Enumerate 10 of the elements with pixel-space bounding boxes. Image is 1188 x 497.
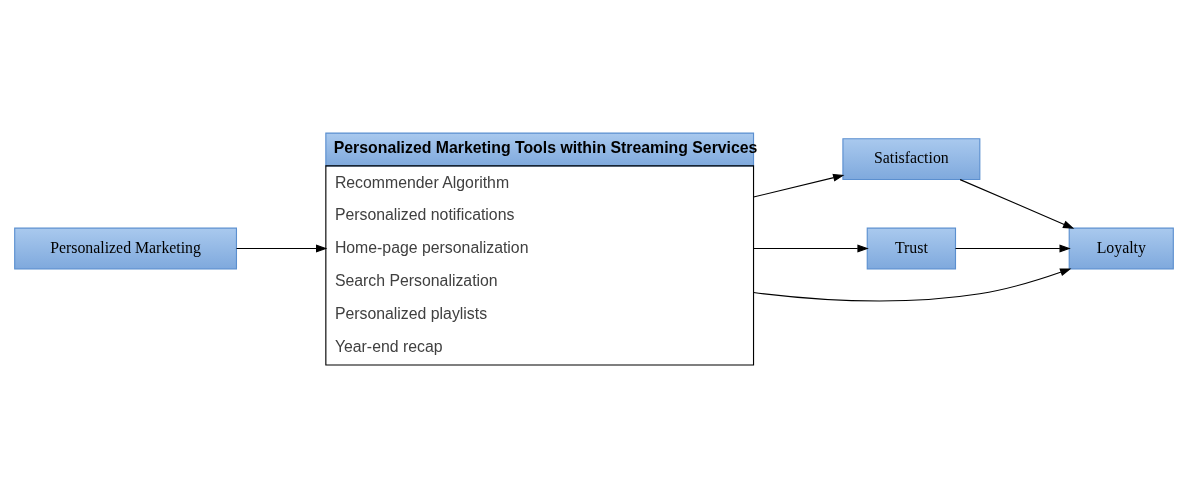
arrow xyxy=(753,244,869,253)
node-box: Loyalty xyxy=(1068,227,1174,270)
arrow xyxy=(959,179,1075,229)
arrow xyxy=(752,268,1072,302)
node-box: Personalized Marketing xyxy=(14,227,238,270)
arrow xyxy=(954,244,1071,253)
arrow xyxy=(753,173,845,198)
node-box: Satisfaction xyxy=(842,138,981,181)
node-box: Trust xyxy=(866,227,957,270)
arrow xyxy=(235,244,328,253)
